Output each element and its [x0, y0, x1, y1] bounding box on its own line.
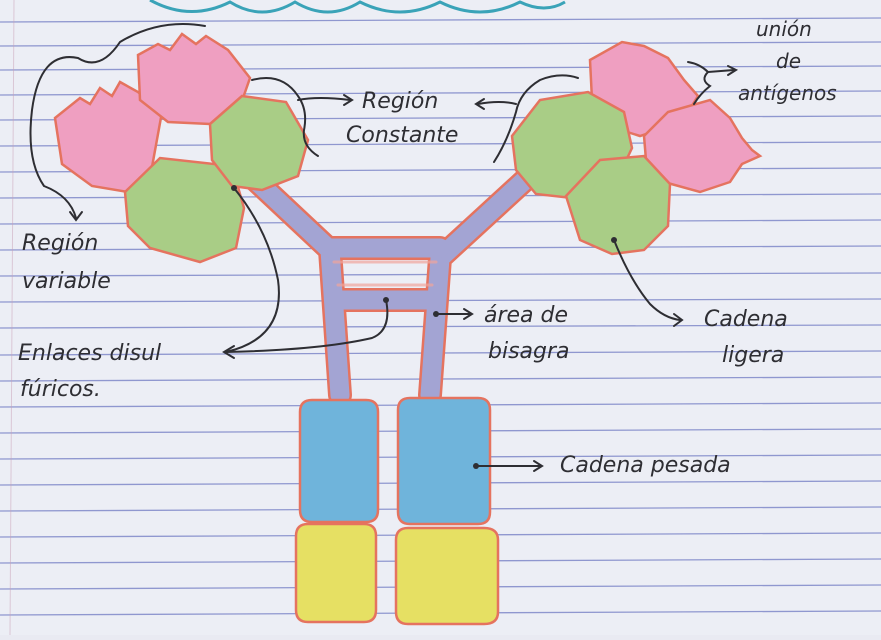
constant-region-label-line-2: Constante — [346, 123, 458, 148]
constant-region-label-line-1: Región — [362, 89, 438, 114]
heavy-chain-left-domain — [300, 400, 378, 522]
light-chain-label-line-2: ligera — [722, 343, 784, 368]
hinge-area-label-line-1: área de — [484, 303, 568, 328]
disulfide-bonds-label-line-2: fúricos. — [20, 377, 101, 402]
heavy-chain-right-domain — [398, 398, 490, 524]
bottom-left-domain — [296, 524, 376, 622]
antigen-union-label-line-3: antígenos — [738, 81, 837, 105]
antigen-union-label-line-1: unión — [756, 17, 812, 41]
light-chain-label-line-1: Cadena — [704, 307, 788, 332]
bottom-right-domain — [396, 528, 498, 624]
variable-region-label-line-2: variable — [22, 269, 111, 294]
heavy-chain-yellow-domains — [296, 524, 498, 624]
antigen-union-label-line-2: de — [776, 49, 801, 73]
variable-region-label-line-1: Región — [22, 231, 98, 256]
disulfide-bonds-label-line-1: Enlaces disul — [18, 341, 161, 366]
hinge-area-label-line-2: bisagra — [488, 339, 570, 364]
heavy-chain-label: Cadena pesada — [560, 453, 731, 478]
